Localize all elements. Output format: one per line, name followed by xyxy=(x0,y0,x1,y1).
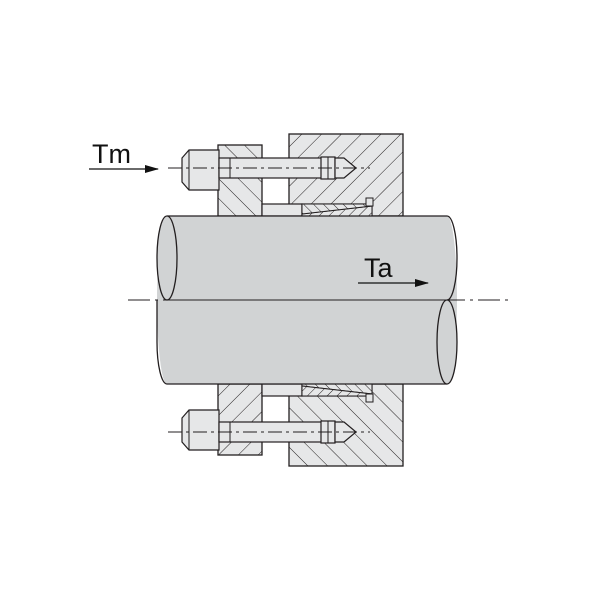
label-ta: Ta xyxy=(364,253,394,283)
conical-sleeve-top xyxy=(301,197,374,217)
torque-ta-annotation: Ta xyxy=(358,253,429,287)
conical-sleeve-bottom xyxy=(301,383,374,403)
clamp-ring-top xyxy=(217,144,303,217)
torque-tm-annotation: Tm xyxy=(89,139,159,173)
label-tm: Tm xyxy=(92,139,131,169)
